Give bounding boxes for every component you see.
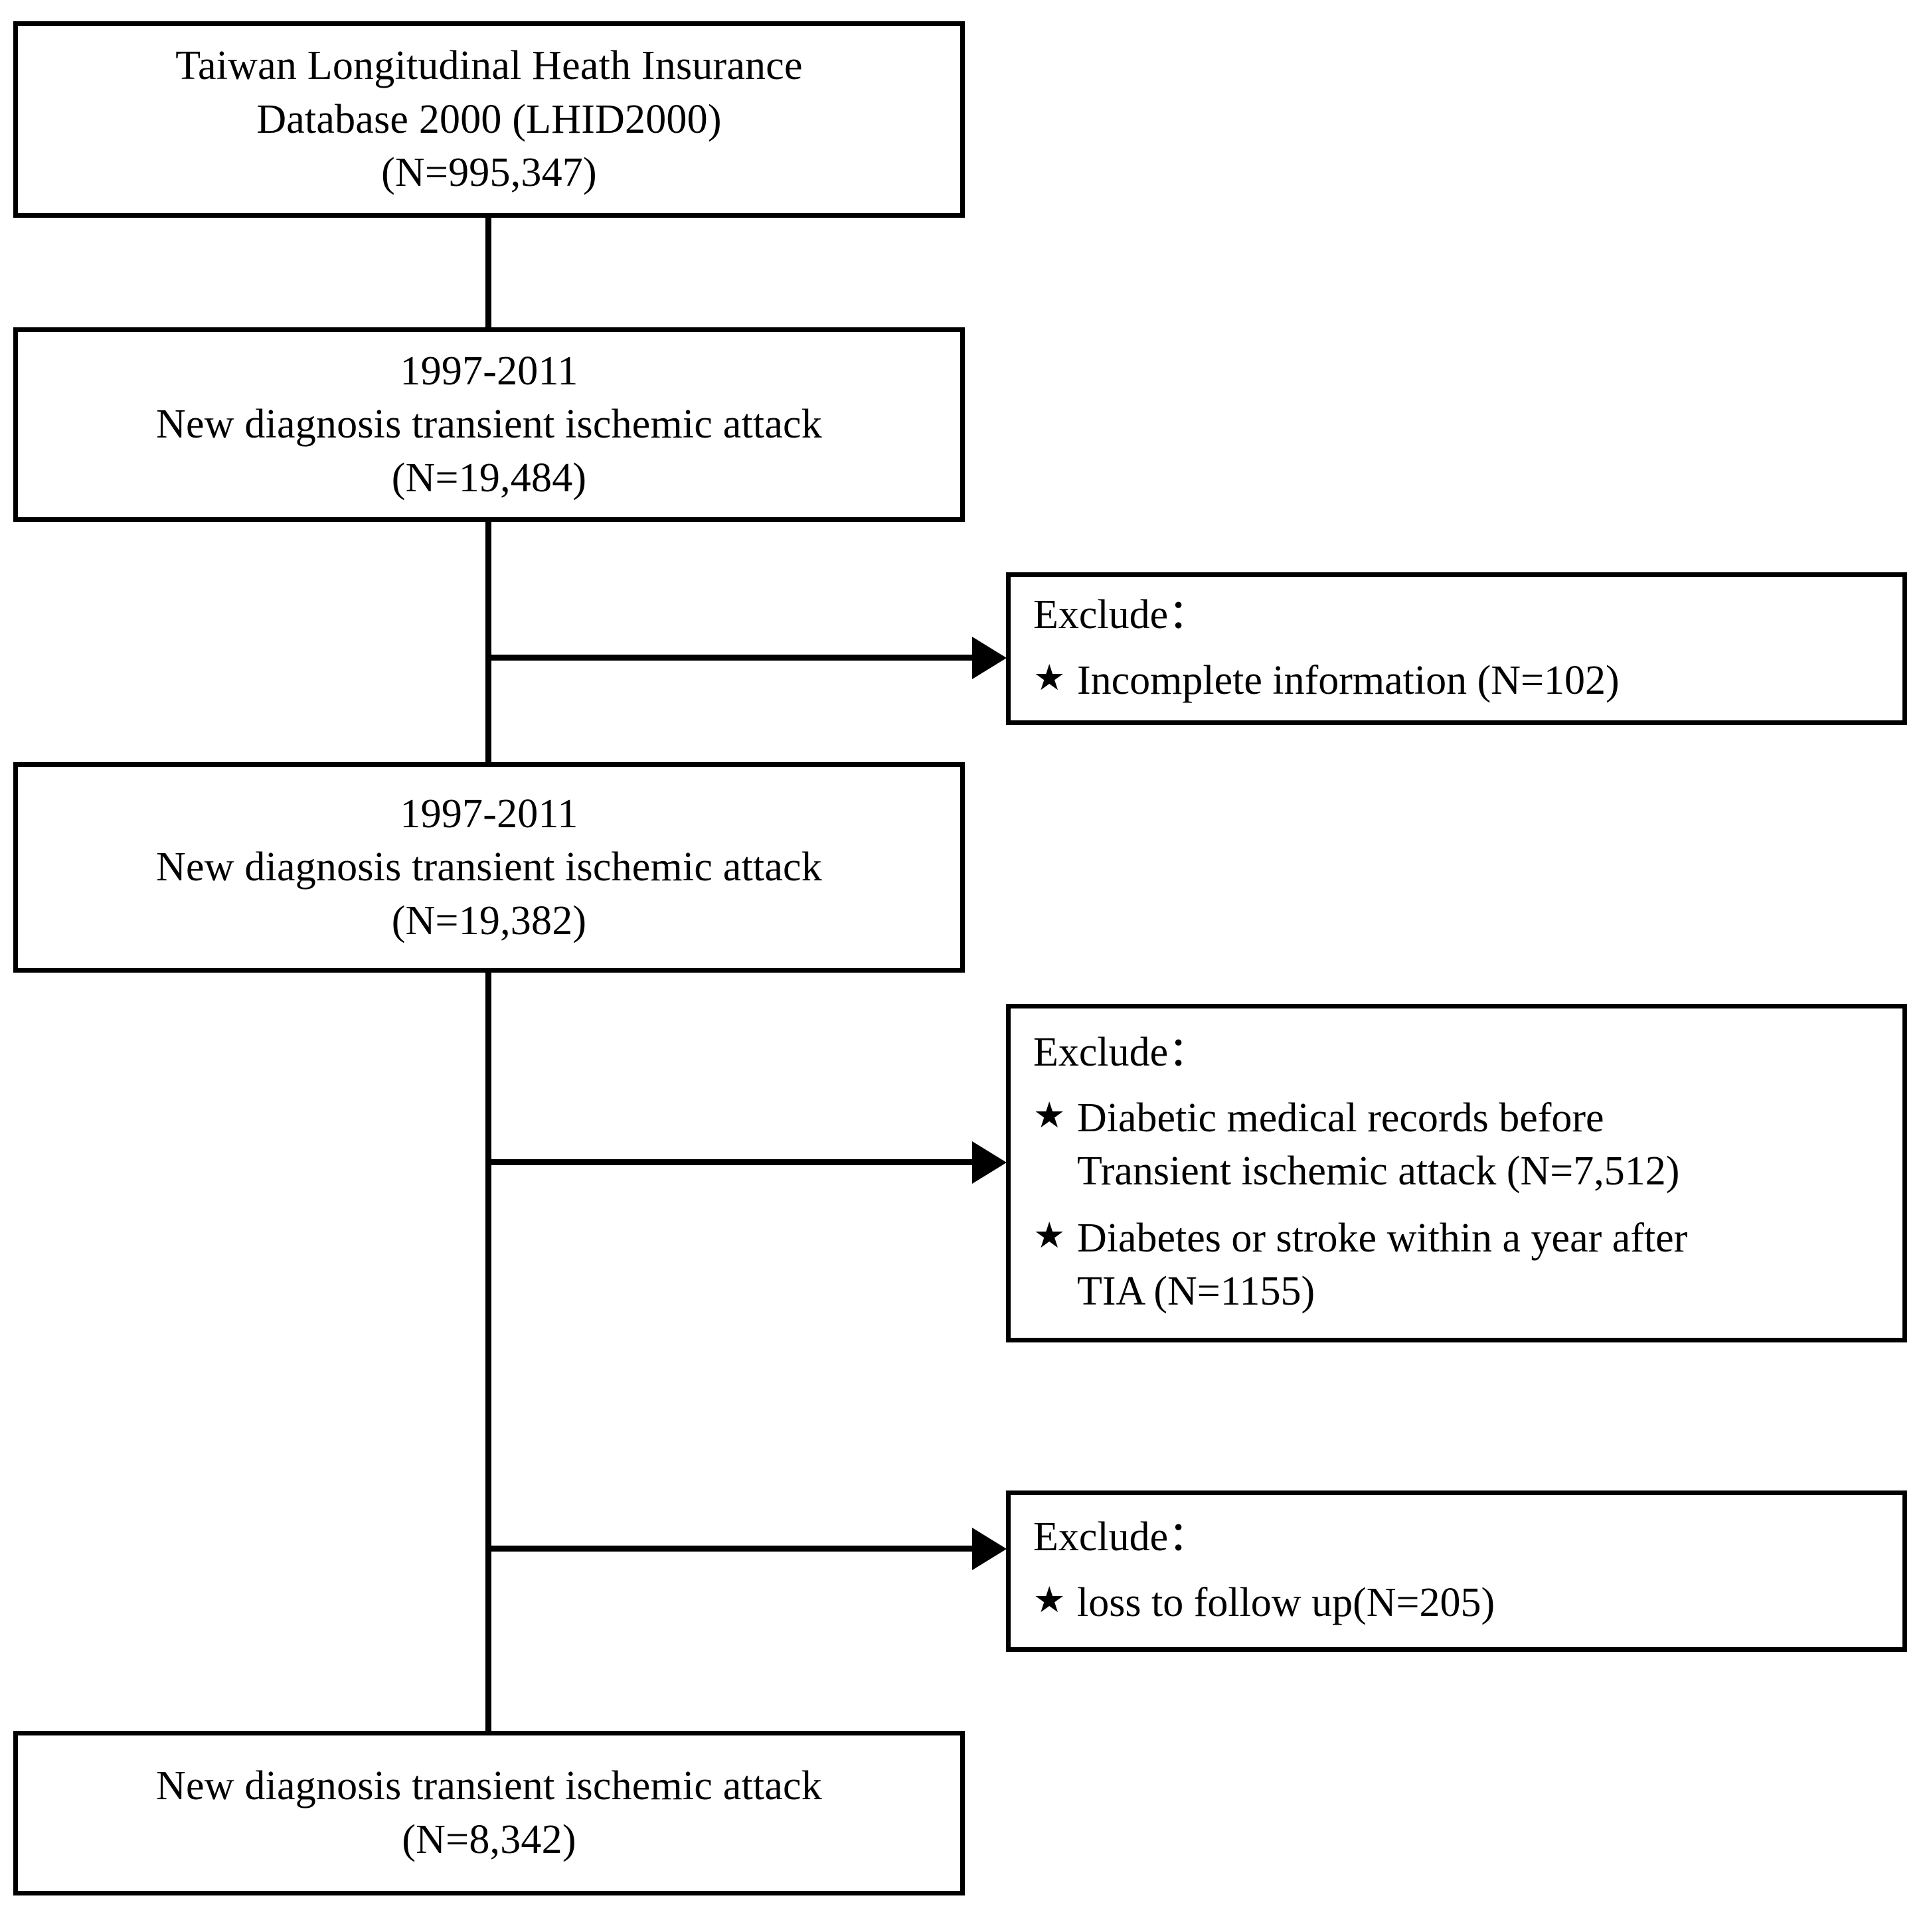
- exclusion-diabetes-stroke-title: Exclude：: [1033, 1030, 1210, 1075]
- exclusion-loss-followup-list: ★ loss to follow up(N=205): [1033, 1563, 1893, 1630]
- exclusion-box-incomplete: Exclude： ★ Incomplete information (N=102…: [1006, 572, 1907, 725]
- node-source-database: Taiwan Longitudinal Heath Insurance Data…: [13, 21, 965, 218]
- exclusion-diabetes-stroke-list: ★ Diabetic medical records before Transi…: [1033, 1078, 1893, 1319]
- exclusion-diabetes-stroke-item-1-line-1: Diabetic medical records before: [1077, 1095, 1604, 1141]
- exclusion-box-loss-followup: Exclude： ★ loss to follow up(N=205): [1006, 1490, 1907, 1652]
- arrowhead-exclude-incomplete: [972, 637, 1007, 679]
- node-tia-initial-line-2: New diagnosis transient ischemic attack: [156, 402, 822, 447]
- exclusion-diabetes-stroke-item-1-line-2: Transient ischemic attack (N=7,512): [1077, 1149, 1680, 1194]
- connector-node2-to-node3: [485, 521, 491, 764]
- connector-to-exclude-incomplete: [488, 655, 973, 661]
- exclusion-loss-followup-item-1-line-1: loss to follow up(N=205): [1077, 1580, 1495, 1626]
- exclusion-diabetes-stroke-item-2: ★ Diabetes or stroke within a year after…: [1033, 1212, 1893, 1319]
- exclusion-loss-followup-title: Exclude：: [1033, 1514, 1210, 1560]
- arrowhead-exclude-diabetes-stroke: [972, 1141, 1007, 1184]
- exclusion-diabetes-stroke-item-2-line-2: TIA (N=1155): [1077, 1269, 1315, 1315]
- exclusion-diabetes-stroke-item-1: ★ Diabetic medical records before Transi…: [1033, 1091, 1893, 1198]
- connector-node3-to-final: [485, 973, 491, 1733]
- node-source-database-line-3: (N=995,347): [381, 150, 597, 196]
- connector-to-exclude-loss-followup: [488, 1546, 973, 1552]
- node-tia-final-line-1: New diagnosis transient ischemic attack: [156, 1763, 822, 1809]
- node-source-database-line-2: Database 2000 (LHID2000): [256, 96, 722, 142]
- node-tia-initial-line-3: (N=19,484): [391, 455, 587, 501]
- star-bullet-icon: ★: [1033, 1580, 1066, 1621]
- exclusion-incomplete-item-1: ★ Incomplete information (N=102): [1033, 654, 1893, 708]
- node-source-database-line-1: Taiwan Longitudinal Heath Insurance: [175, 43, 803, 89]
- node-tia-initial-line-1: 1997-2011: [400, 348, 578, 394]
- exclusion-loss-followup-item-1: ★ loss to follow up(N=205): [1033, 1576, 1893, 1630]
- exclusion-incomplete-item-1-line-1: Incomplete information (N=102): [1077, 657, 1620, 703]
- node-tia-complete: 1997-2011 New diagnosis transient ischem…: [13, 762, 965, 973]
- node-tia-complete-line-2: New diagnosis transient ischemic attack: [156, 845, 822, 890]
- exclusion-diabetes-stroke-item-2-line-1: Diabetes or stroke within a year after: [1077, 1215, 1688, 1261]
- connector-to-exclude-diabetes-stroke: [488, 1159, 973, 1165]
- exclusion-incomplete-title: Exclude：: [1033, 592, 1210, 637]
- star-bullet-icon: ★: [1033, 657, 1066, 698]
- arrowhead-exclude-loss-followup: [972, 1528, 1007, 1570]
- exclusion-incomplete-list: ★ Incomplete information (N=102): [1033, 641, 1893, 708]
- connector-node1-to-node2: [485, 218, 491, 328]
- node-tia-final: New diagnosis transient ischemic attack …: [13, 1731, 965, 1895]
- node-tia-complete-line-3: (N=19,382): [391, 898, 587, 943]
- star-bullet-icon: ★: [1033, 1215, 1066, 1255]
- node-tia-initial: 1997-2011 New diagnosis transient ischem…: [13, 327, 965, 522]
- node-tia-final-line-2: (N=8,342): [402, 1817, 576, 1862]
- star-bullet-icon: ★: [1033, 1095, 1066, 1135]
- exclusion-box-diabetes-stroke: Exclude： ★ Diabetic medical records befo…: [1006, 1004, 1907, 1342]
- node-tia-complete-line-1: 1997-2011: [400, 791, 578, 837]
